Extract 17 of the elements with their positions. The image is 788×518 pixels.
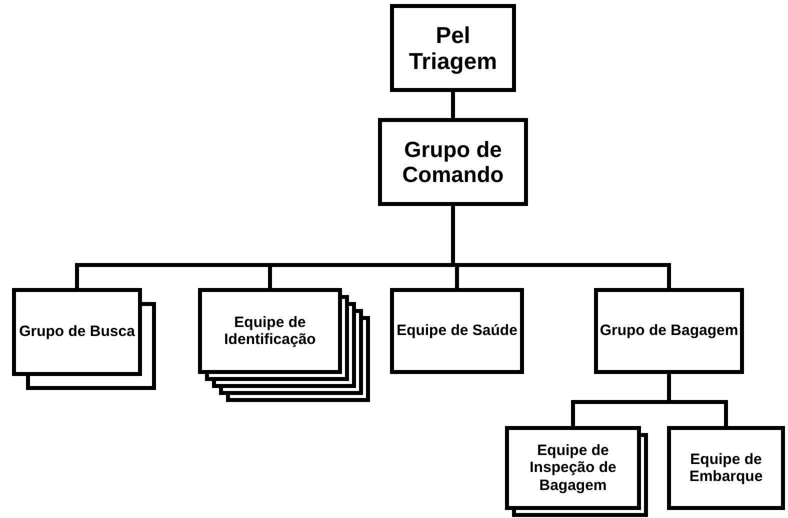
box-label: Equipe de Embarque <box>688 450 764 486</box>
box-label: Equipe de Saúde <box>396 322 518 340</box>
box-label: Grupo de Busca <box>19 323 135 341</box>
box-label: Grupo de Bagagem <box>600 322 738 340</box>
box-label: Equipe de Identificação <box>223 314 317 348</box>
org-box <box>667 426 785 510</box>
box-label: Equipe de Inspeção de Bagagem <box>528 442 618 494</box>
box-label: Grupo de Comando <box>401 136 505 188</box>
box-label: Pel Triagem <box>408 22 498 74</box>
org-box <box>12 288 142 376</box>
org-box <box>390 4 516 92</box>
org-box <box>378 118 528 206</box>
org-box <box>594 288 744 374</box>
org-box <box>390 288 524 374</box>
org-box <box>505 426 641 510</box>
org-box <box>198 288 342 374</box>
connector-line <box>451 92 455 118</box>
